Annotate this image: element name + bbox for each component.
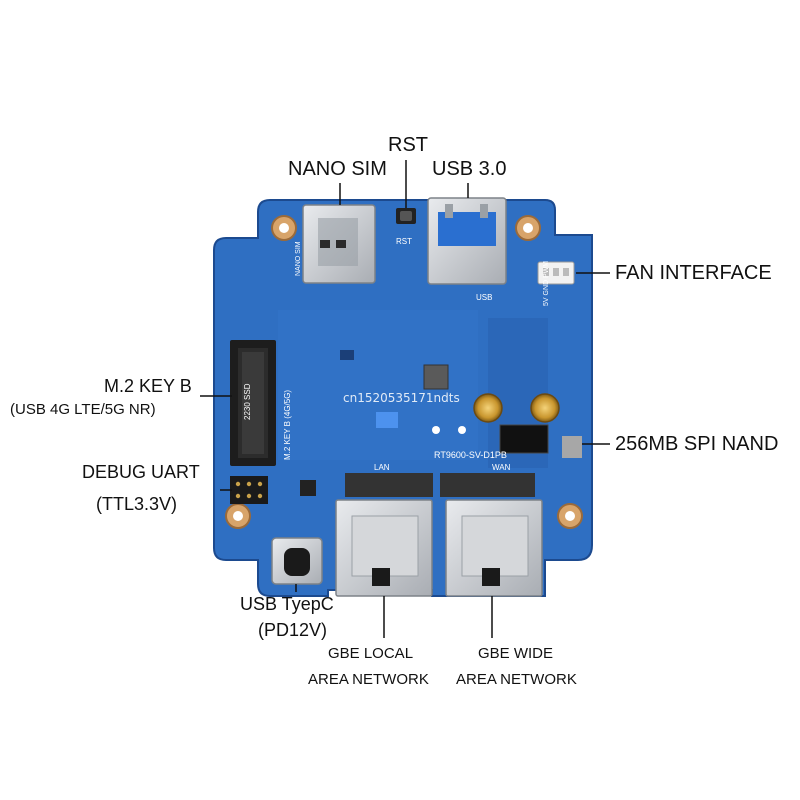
- silkscreen-wan: WAN: [492, 463, 511, 472]
- component-small-3: [300, 480, 316, 496]
- lan-header-strip: [345, 473, 433, 497]
- silkscreen-model: RT9600-SV-D1PB: [434, 450, 507, 460]
- rj45-wan-port: [445, 499, 543, 597]
- led-2: [458, 426, 466, 434]
- label-rst: RST: [388, 134, 428, 156]
- label-fan-interface: FAN INTERFACE: [615, 262, 772, 284]
- soc-chip: [423, 364, 449, 390]
- reset-button: [396, 208, 416, 224]
- component-near-nand: [562, 436, 582, 458]
- label-gbe-local-line1: GBE LOCAL: [328, 645, 414, 662]
- watermark: cn1520535171ndts: [343, 391, 460, 405]
- label-gbe-wide-line1: GBE WIDE: [478, 645, 554, 662]
- antenna-connector-left: [473, 393, 503, 423]
- label-usb3: USB 3.0: [432, 158, 507, 180]
- silkscreen-m2: M.2 KEY B (4G/5G): [283, 390, 292, 460]
- label-debug-line2: (TTL3.3V): [96, 494, 178, 514]
- led-1: [432, 426, 440, 434]
- silkscreen-ssd: 2230 SSD: [243, 383, 252, 420]
- label-typec-line1: USB TyepC: [240, 594, 334, 614]
- silkscreen-rst: RST: [396, 237, 412, 246]
- component-small-1: [376, 412, 398, 428]
- spi-nand-chip: [499, 424, 549, 454]
- m2-slot: [230, 340, 276, 466]
- antenna-connector-right: [530, 393, 560, 423]
- component-small-2: [340, 350, 354, 360]
- leader-lines: [200, 160, 610, 638]
- label-gbe-wide-line2: AREA NETWORK: [456, 671, 577, 688]
- silkscreen-usb: USB: [476, 293, 492, 302]
- usb-typec-port: [271, 537, 323, 585]
- fan-connector: [537, 261, 575, 285]
- silkscreen-fan: 5V GND PWM: [543, 261, 550, 306]
- rj45-lan-port: [335, 499, 433, 597]
- nano-sim-slot: [302, 204, 376, 284]
- label-m2-line1: M.2 KEY B: [104, 376, 192, 396]
- wan-header-strip: [440, 473, 535, 497]
- silkscreen-lan: LAN: [374, 463, 390, 472]
- label-nano-sim: NANO SIM: [288, 158, 387, 180]
- mounting-holes: [225, 215, 583, 529]
- label-spi-nand: 256MB SPI NAND: [615, 433, 779, 455]
- label-debug-line1: DEBUG UART: [82, 462, 200, 482]
- debug-uart-header: [230, 476, 268, 504]
- label-m2-line2: (USB 4G LTE/5G NR): [10, 401, 156, 418]
- usb3-port: [427, 197, 507, 285]
- silkscreen-sim: NANO SIM: [295, 241, 302, 276]
- label-gbe-local-line2: AREA NETWORK: [308, 671, 429, 688]
- label-typec-line2: (PD12V): [258, 620, 328, 640]
